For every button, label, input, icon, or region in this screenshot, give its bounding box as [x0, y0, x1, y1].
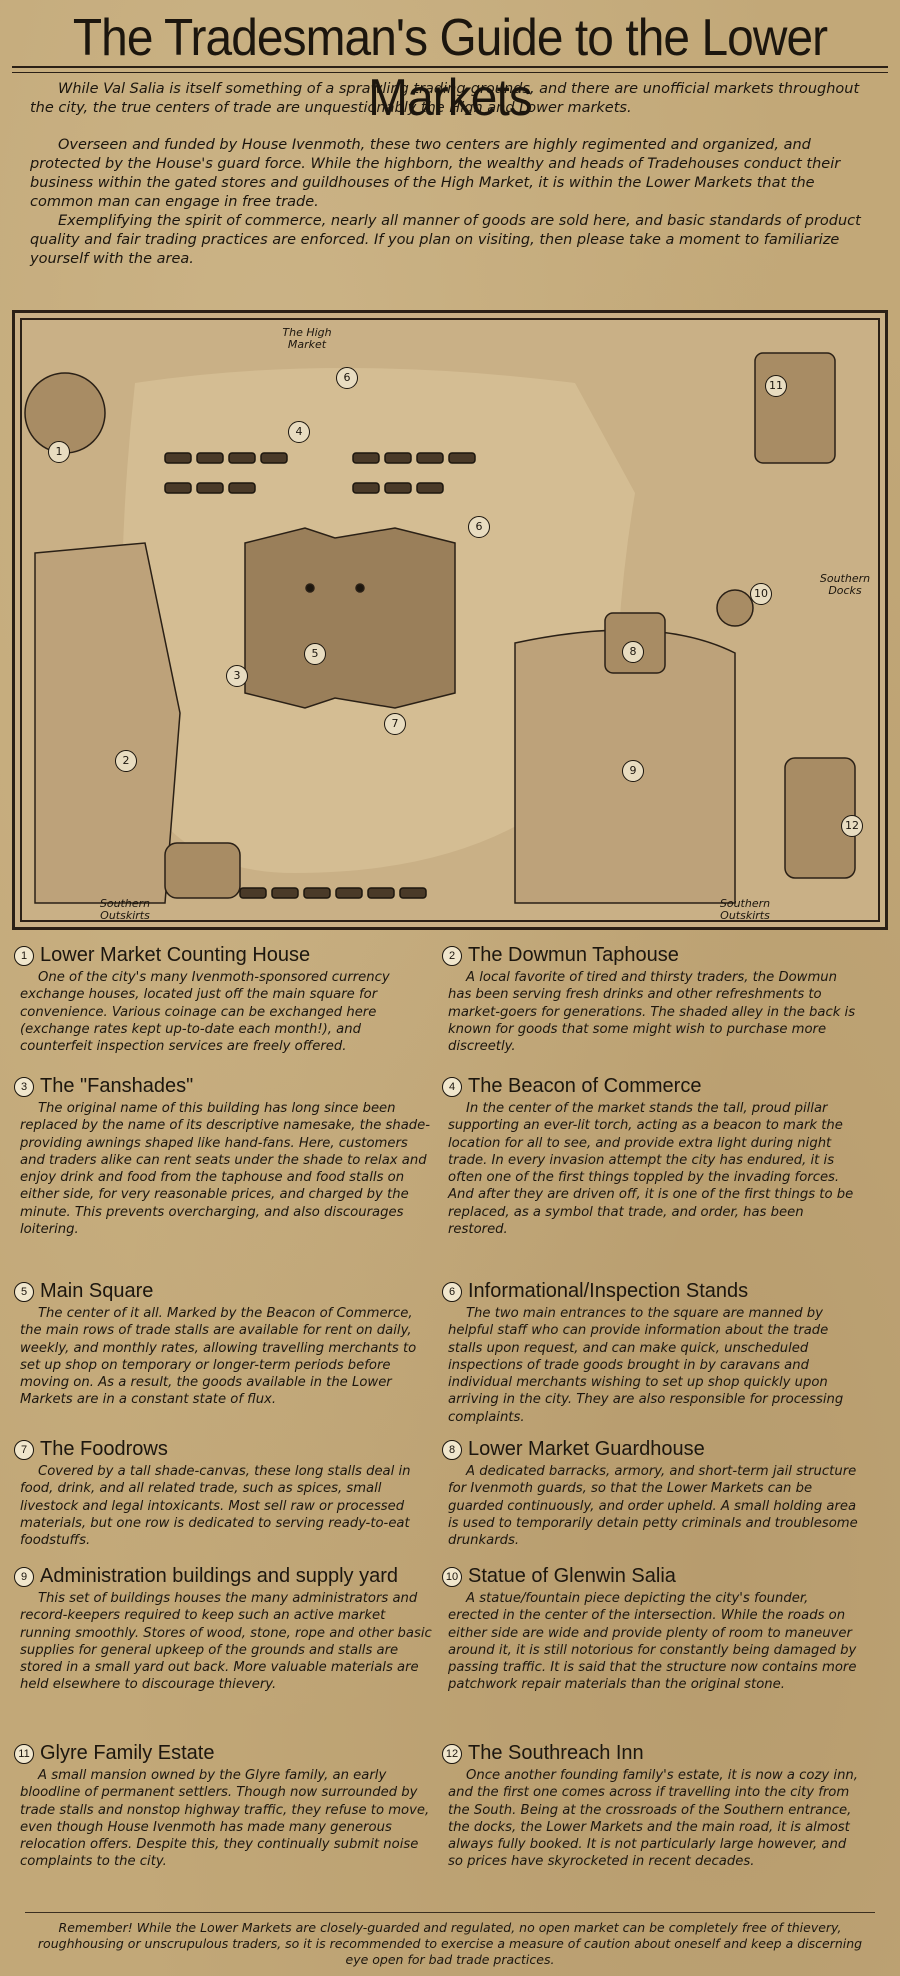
- number-badge: 10: [442, 1566, 462, 1587]
- entry-body: The center of it all. Marked by the Beac…: [20, 1306, 417, 1408]
- map-marker-5[interactable]: 5: [304, 643, 326, 665]
- entry-title: Lower Market Guardhouse: [468, 1438, 705, 1460]
- map-drawing: [20, 318, 880, 922]
- label-high-market: The High Market: [282, 326, 332, 351]
- entry-title: Lower Market Counting House: [40, 944, 311, 966]
- legend-entry-3: 3 The "Fanshades" The original name of thi…: [14, 1075, 434, 1238]
- entry-body: A statue/fountain piece depicting the ci…: [448, 1591, 857, 1693]
- intro-paragraph: Overseen and funded by House Ivenmoth, t…: [30, 137, 841, 210]
- legend-entry-2: 2 The Dowmun Taphouse A local favorite of …: [442, 944, 862, 1055]
- legend-entry-10: 10 Statue of Glenwin Salia A statue/founta…: [442, 1565, 862, 1694]
- footer-divider: [25, 1912, 875, 1913]
- entry-body: A local favorite of tired and thirsty tr…: [448, 970, 856, 1055]
- entry-title: Informational/Inspection Stands: [468, 1280, 749, 1302]
- number-badge: 5: [14, 1281, 34, 1302]
- entry-body: Covered by a tall shade-canvas, these lo…: [20, 1464, 411, 1549]
- entry-body: The two main entrances to the square are…: [448, 1306, 844, 1425]
- number-badge: 7: [14, 1439, 34, 1460]
- entry-body: One of the city's many Ivenmoth-sponsore…: [20, 970, 390, 1055]
- map-marker-8[interactable]: 8: [622, 641, 644, 663]
- number-badge: 12: [442, 1743, 462, 1764]
- number-badge: 1: [14, 945, 34, 966]
- page-title: The Tradesman's Guide to the Lower Marke…: [72, 9, 828, 127]
- entry-title: Statue of Glenwin Salia: [468, 1565, 676, 1587]
- entry-body: A small mansion owned by the Glyre famil…: [20, 1768, 430, 1870]
- entry-title: Glyre Family Estate: [40, 1742, 215, 1764]
- map-marker-1[interactable]: 1: [48, 441, 70, 463]
- entry-title: The Foodrows: [40, 1438, 168, 1460]
- map-marker-9[interactable]: 9: [622, 760, 644, 782]
- number-badge: 2: [442, 945, 462, 966]
- number-badge: 6: [442, 1281, 462, 1302]
- entry-title: The Southreach Inn: [468, 1742, 644, 1764]
- map-marker-11[interactable]: 11: [765, 375, 787, 397]
- intro-paragraph: Exemplifying the spirit of commerce, nea…: [30, 213, 861, 267]
- entry-title: The Beacon of Commerce: [468, 1075, 702, 1097]
- number-badge: 4: [442, 1076, 462, 1097]
- market-map: The High Market Southern Docks Southern …: [12, 310, 888, 930]
- entry-title: Administration buildings and supply yard: [40, 1565, 398, 1587]
- number-badge: 11: [14, 1743, 34, 1764]
- map-marker-6[interactable]: 6: [336, 367, 358, 389]
- legend-entry-4: 4 The Beacon of Commerce In the center of …: [442, 1075, 862, 1238]
- entry-title: The "Fanshades": [40, 1075, 194, 1097]
- map-marker-4[interactable]: 4: [288, 421, 310, 443]
- entry-body: In the center of the market stands the t…: [448, 1101, 854, 1238]
- legend-entry-8: 8 Lower Market Guardhouse A dedicated barr…: [442, 1438, 862, 1549]
- intro-paragraph: While Val Salia is itself something of a…: [30, 81, 860, 116]
- label-southern-docks: Southern Docks: [819, 572, 871, 597]
- label-southern-outskirts: Southern Outskirts: [719, 897, 771, 922]
- entry-body: Once another founding family's estate, i…: [448, 1768, 858, 1870]
- number-badge: 9: [14, 1566, 34, 1587]
- title-divider: [12, 66, 888, 73]
- entry-body: A dedicated barracks, armory, and short-…: [448, 1464, 858, 1549]
- number-badge: 8: [442, 1439, 462, 1460]
- map-marker-7[interactable]: 7: [384, 713, 406, 735]
- entry-title: The Dowmun Taphouse: [468, 944, 679, 966]
- legend-entry-11: 11 Glyre Family Estate A small mansion own…: [14, 1742, 434, 1871]
- map-marker-6[interactable]: 6: [468, 516, 490, 538]
- entry-body: The original name of this building has l…: [20, 1101, 431, 1238]
- label-southern-outskirts: Southern Outskirts: [99, 897, 151, 922]
- footer-note: Remember! While the Lower Markets are cl…: [37, 1920, 863, 1967]
- map-marker-2[interactable]: 2: [115, 750, 137, 772]
- map-marker-10[interactable]: 10: [750, 583, 772, 605]
- number-badge: 3: [14, 1076, 34, 1097]
- legend-entry-9: 9 Administration buildings and supply yar…: [14, 1565, 434, 1694]
- entry-body: This set of buildings houses the many ad…: [20, 1591, 432, 1693]
- map-marker-12[interactable]: 12: [841, 815, 863, 837]
- map-marker-3[interactable]: 3: [226, 665, 248, 687]
- entry-title: Main Square: [40, 1280, 154, 1302]
